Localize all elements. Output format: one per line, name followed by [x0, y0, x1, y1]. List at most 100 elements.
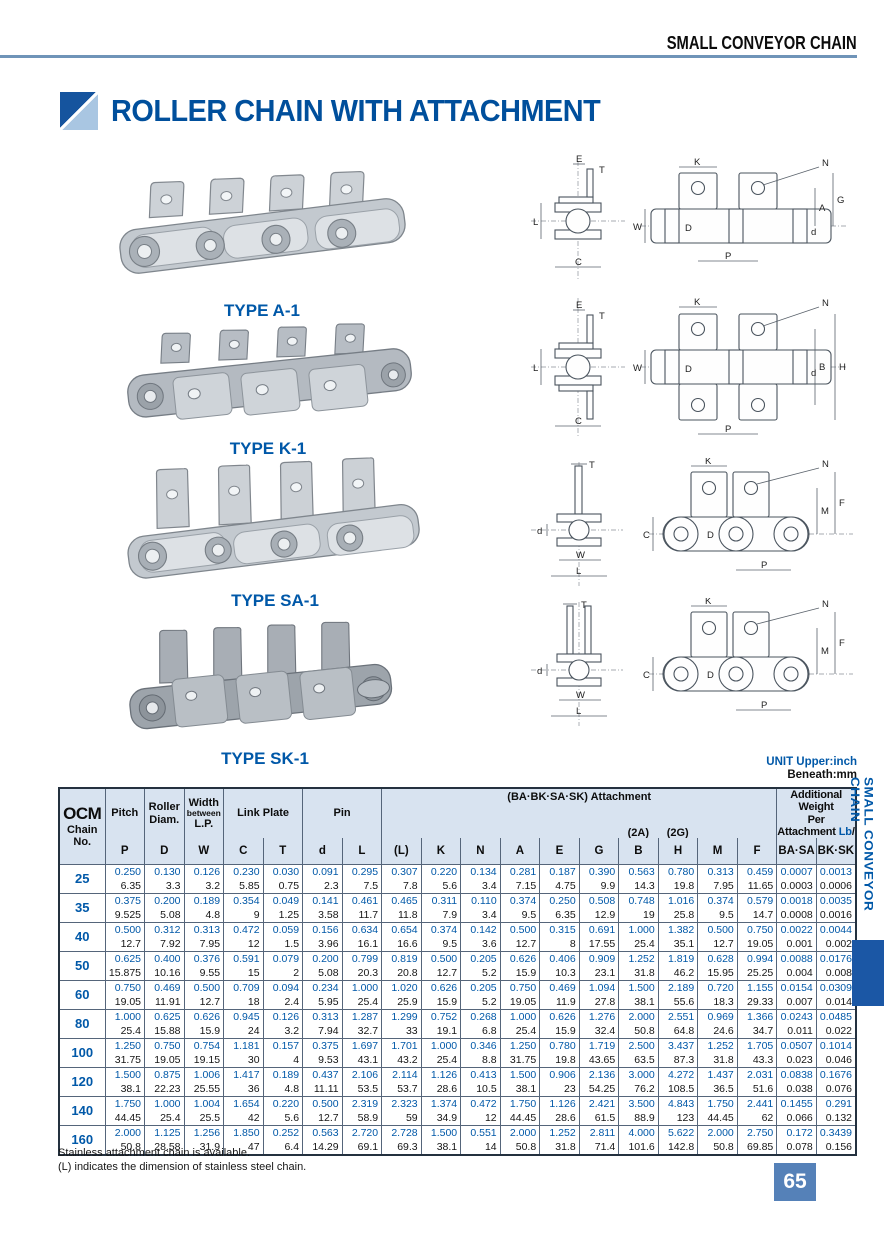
value-inch: 0.374	[420, 922, 462, 938]
value-inch: 0.508	[578, 893, 620, 909]
value-inch: 1.006	[183, 1067, 225, 1083]
value-inch: 1.155	[736, 980, 778, 996]
value-inch: 0.909	[578, 951, 620, 967]
value-inch: 0.750	[736, 922, 778, 938]
value-mm: 25.4	[341, 995, 383, 1011]
value-mm: 0.004	[776, 966, 817, 982]
value-mm: 9.5	[499, 908, 541, 924]
product-photo-type-sk1: TYPE SK-1	[105, 614, 425, 769]
group-width-between: Width between L.P.	[183, 787, 225, 839]
drawing-sa1-svg: T d W L	[531, 456, 853, 586]
value-inch: 0.187	[539, 864, 580, 880]
footnote-2: (L) indicates the dimension of stainless…	[58, 1161, 307, 1174]
value-inch: 0.799	[341, 951, 383, 967]
value-inch: 1.500	[104, 1067, 146, 1083]
value-inch: 1.000	[499, 1009, 541, 1025]
value-mm: 32.4	[578, 1024, 620, 1040]
value-inch: 1.500	[420, 1125, 462, 1141]
value-inch: 0.313	[697, 864, 738, 880]
column-letter: A	[499, 838, 541, 866]
value-inch: 0.250	[104, 864, 146, 880]
value-inch: 1.299	[381, 1009, 422, 1025]
value-inch: 0.875	[144, 1067, 185, 1083]
value-mm: 9.525	[104, 908, 146, 924]
value-inch: 0.134	[460, 864, 501, 880]
value-inch: 1.252	[697, 1038, 738, 1054]
title-square-icon	[60, 92, 98, 130]
value-inch: 0.220	[262, 1096, 304, 1112]
value-inch: 0.906	[539, 1067, 580, 1083]
value-mm: 76.2	[618, 1082, 659, 1098]
value-inch: 0.472	[460, 1096, 501, 1112]
dim-label: P	[725, 251, 731, 262]
value-inch: 0.628	[697, 951, 738, 967]
value-inch: 0.459	[736, 864, 778, 880]
unit-note-inch: UNIT Upper:inch	[766, 756, 857, 768]
dim-label: N	[822, 599, 829, 610]
value-mm: 5.6	[420, 879, 462, 895]
column-letter: H	[657, 838, 699, 866]
value-inch: 0.626	[183, 1009, 225, 1025]
attachment-title: (BA·BK·SA·SK) Attachment	[507, 790, 652, 803]
value-mm: 44.45	[499, 1111, 541, 1127]
value-mm: 27.8	[578, 995, 620, 1011]
value-mm: 7.15	[499, 879, 541, 895]
value-inch: 0.780	[539, 1038, 580, 1054]
value-inch: 0.750	[499, 980, 541, 996]
drawing-type-sa1: T d W L	[523, 456, 860, 590]
sk1-front-view: K N M F C P D	[643, 596, 853, 711]
value-mm: 0.0016	[815, 908, 857, 924]
value-inch: 0.142	[460, 922, 501, 938]
value-mm: 24	[223, 1024, 264, 1040]
value-mm: 8.8	[460, 1053, 501, 1069]
dim-label: W	[633, 222, 642, 233]
value-inch: 2.136	[578, 1067, 620, 1083]
value-mm: 19.05	[736, 937, 778, 953]
value-mm: 0.008	[815, 966, 857, 982]
value-inch: 0.315	[539, 922, 580, 938]
value-inch: 0.626	[499, 951, 541, 967]
value-inch: 0.0035	[815, 893, 857, 909]
value-inch: 0.748	[618, 893, 659, 909]
value-mm: 25.25	[736, 966, 778, 982]
dim-label: H	[839, 362, 846, 373]
value-inch: 1.366	[736, 1009, 778, 1025]
dim-label: M	[821, 646, 829, 657]
value-mm: 53.5	[341, 1082, 383, 1098]
value-mm: 14.29	[302, 1140, 343, 1156]
dim-label: T	[599, 165, 605, 176]
dim-label: P	[725, 424, 731, 435]
value-mm: 0.0003	[776, 879, 817, 895]
value-inch: 0.406	[539, 951, 580, 967]
value-inch: 1.126	[420, 1067, 462, 1083]
value-mm: 20.3	[341, 966, 383, 982]
column-letter: K	[420, 838, 462, 866]
chain-no-cell: 50	[58, 951, 106, 981]
value-inch: 0.205	[460, 951, 501, 967]
value-inch: 3.000	[618, 1067, 659, 1083]
value-inch: 1.500	[618, 980, 659, 996]
value-mm: 22.23	[144, 1082, 185, 1098]
value-inch: 1.125	[144, 1125, 185, 1141]
attachment-2a: (2A)	[627, 827, 649, 839]
dim-label: L	[533, 217, 538, 228]
value-inch: 3.437	[657, 1038, 699, 1054]
value-inch: 1.417	[223, 1067, 264, 1083]
value-mm: 19.05	[144, 1053, 185, 1069]
value-mm: 14	[460, 1140, 501, 1156]
value-inch: 2.720	[341, 1125, 383, 1141]
value-inch: 0.200	[144, 893, 185, 909]
value-inch: 0.313	[183, 922, 225, 938]
value-mm: 0.0006	[815, 879, 857, 895]
value-mm: 15.9	[420, 995, 462, 1011]
type-label-sk1: TYPE SK-1	[221, 749, 309, 768]
value-inch: 0.634	[341, 922, 383, 938]
title-block: ROLLER CHAIN WITH ATTACHMENT	[60, 92, 637, 130]
value-mm: 25.4	[618, 937, 659, 953]
value-inch: 0.465	[381, 893, 422, 909]
